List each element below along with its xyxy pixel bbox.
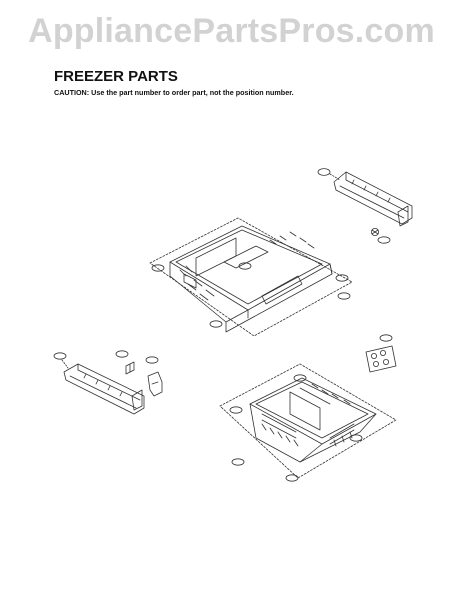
callout-left-rail: [53, 352, 69, 369]
callout-upper-bolt: [377, 236, 391, 244]
left-slide-rail: [63, 363, 145, 415]
watermark: AppliancePartsPros.com: [28, 12, 435, 50]
callout-upper-bin-right: [335, 274, 349, 282]
callout-upper-bin-divider: [238, 262, 252, 270]
callout-upper-bin-left: [151, 264, 165, 272]
caution-note: CAUTION: Use the part number to order pa…: [54, 88, 294, 97]
callout-left-screw: [115, 350, 129, 358]
lower-basket: [249, 377, 377, 463]
callout-lower-basket-right: [349, 434, 363, 442]
upper-drawer-bin: [169, 225, 333, 333]
left-screw: [125, 361, 135, 375]
upper-bolt: [370, 227, 379, 236]
callout-lower-basket-bottom: [231, 458, 245, 466]
callout-upper-bin-bottom: [209, 320, 223, 328]
parts-bag: [365, 345, 397, 373]
page-title: FREEZER PARTS: [54, 68, 178, 85]
callout-lower-basket-divider: [293, 374, 307, 382]
upper-drawer-outline: [149, 217, 353, 337]
left-clip-bracket: [147, 371, 163, 397]
callout-lower-basket-left: [229, 406, 243, 414]
upper-slide-rail: [333, 171, 413, 227]
callout-lower-basket-rear: [285, 474, 299, 482]
lower-basket-outline: [219, 363, 397, 479]
callout-parts-bag: [379, 334, 393, 342]
callout-upper-bin-front: [337, 292, 351, 300]
callout-left-clip: [145, 356, 159, 364]
callout-upper-rail: [317, 168, 341, 181]
